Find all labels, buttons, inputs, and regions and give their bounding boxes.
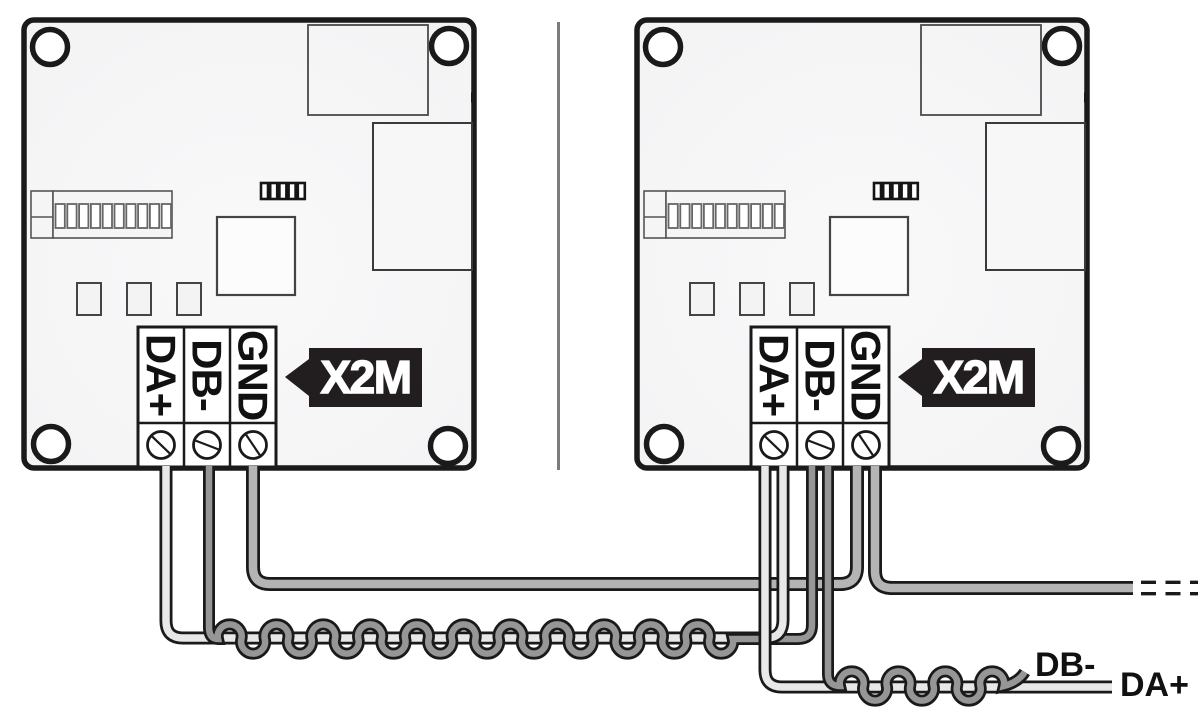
board-edge-tab: [1084, 92, 1090, 103]
mounting-hole-br: [427, 425, 469, 467]
pin-header-pin: [881, 181, 892, 201]
pin-header-pin: [259, 181, 270, 201]
main-ic: [828, 215, 910, 297]
small-component: [789, 282, 815, 316]
terminal-label: DB-: [184, 339, 231, 411]
dip-switch-lever: [66, 203, 78, 229]
dip-switch-lever: [148, 203, 161, 229]
screw-slot: [195, 439, 219, 451]
dip-switch-lever: [113, 203, 125, 229]
screw-slot: [858, 434, 874, 456]
wire-da-out: [761, 466, 1112, 691]
screw-slot: [245, 434, 261, 456]
dip-switch-lever: [125, 203, 137, 229]
dip-switch-lever: [726, 203, 738, 229]
mounting-hole-br: [1040, 425, 1082, 467]
component-top-right: [307, 24, 429, 116]
dip-switch-lever: [54, 203, 66, 229]
pin-header-pin: [891, 181, 901, 201]
connector-label-bg: [309, 348, 422, 407]
connector-label: X2M: [933, 351, 1023, 403]
component-right-side: [985, 122, 1086, 271]
wire-gnd-out-outline: [868, 466, 1133, 595]
pin-header-pin: [287, 181, 297, 201]
dip-switch-lever: [160, 203, 172, 229]
mounting-hole-bl: [30, 423, 72, 465]
screw-slot: [764, 435, 784, 455]
small-component: [126, 282, 152, 316]
dip-switch-tab: [643, 190, 667, 239]
component-right-side: [372, 122, 473, 271]
connector-pointer-icon: [285, 359, 309, 396]
wire-gnd-out: [870, 466, 1133, 593]
terminal-label: GND: [843, 330, 890, 420]
dip-switch-lever: [691, 203, 703, 229]
board-edge-tab: [471, 92, 477, 103]
pin-header-pin: [278, 181, 288, 201]
dip-switch-lever: [703, 203, 715, 229]
terminal-label: GND: [230, 330, 277, 420]
screw-slot: [151, 435, 171, 455]
main-ic: [215, 215, 297, 297]
dip-switch-lever: [762, 203, 774, 229]
dip-switch-lever: [714, 203, 726, 229]
connector-label: X2M: [320, 351, 410, 403]
device-board-2: DA+DB-GND X2M: [634, 17, 1090, 471]
dip-switch-lever: [738, 203, 750, 229]
screw-slot: [808, 439, 832, 451]
connector-pointer-icon: [898, 359, 922, 396]
small-component: [176, 282, 202, 316]
dip-switch-lever: [679, 203, 691, 229]
terminal-label: DA+: [138, 334, 185, 416]
terminal-label: DB-: [797, 339, 844, 411]
mounting-hole-bl: [643, 423, 685, 465]
mounting-hole-tl: [29, 26, 71, 68]
mounting-hole-tr: [1041, 25, 1083, 67]
dip-switch-lever: [90, 203, 102, 229]
dip-switch-lever: [750, 203, 762, 229]
pin-header-pin: [900, 181, 910, 201]
mounting-hole-tr: [428, 25, 470, 67]
dip-switch-lever: [773, 203, 785, 229]
component-top-right: [920, 24, 1042, 116]
label-db-wire: DB-: [1035, 646, 1095, 684]
wire-db-link-coil: [205, 466, 816, 657]
wire-gnd-link: [248, 466, 862, 589]
pin-header-pin: [296, 181, 307, 201]
pin-header-pin: [872, 181, 883, 201]
wiring: [159, 466, 1198, 707]
pin-header-pin: [909, 181, 920, 201]
mounting-hole-tl: [642, 26, 684, 68]
dip-switch-lever: [78, 203, 90, 229]
wire-db-out-coil: [824, 466, 1028, 704]
small-component: [689, 282, 715, 316]
dip-switch-tab: [30, 190, 54, 239]
dip-switch-lever: [101, 203, 113, 229]
pin-header-pin: [268, 181, 279, 201]
label-da-wire: DA+: [1120, 666, 1189, 704]
connector-label-bg: [922, 348, 1035, 407]
small-component: [76, 282, 102, 316]
wire-da-link-core: [162, 466, 770, 642]
dip-switch-lever: [137, 203, 149, 229]
terminal-label: DA+: [751, 334, 798, 416]
small-component: [739, 282, 765, 316]
device-board-1: DA+DB-GND X2M: [21, 17, 477, 471]
dip-switch-lever: [667, 203, 679, 229]
